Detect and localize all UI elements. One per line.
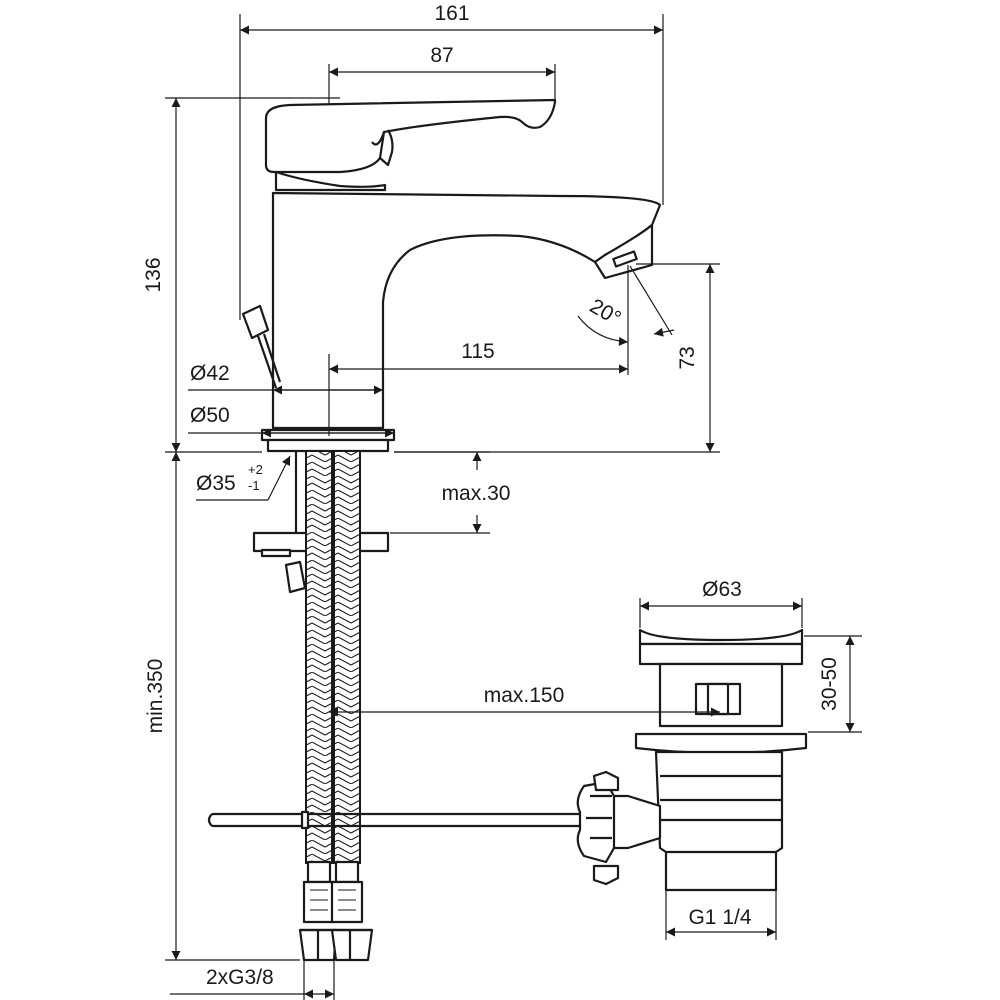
flexible-hoses [298,450,374,962]
pop-up-waste [576,628,808,892]
dim-hole-diameter: Ø35 [196,472,236,495]
dimension-labels: 161 87 136 73 115 20° Ø42 Ø50 Ø35 +2 -1 … [142,2,841,989]
dim-spout-height: 73 [676,346,699,369]
dim-waste-thread: G1 1/4 [688,906,751,929]
dimension-lines [165,14,862,1000]
dim-hose-connections: 2xG3/8 [206,966,274,989]
faucet-body [241,98,662,453]
dim-waste-diameter: Ø63 [702,578,742,601]
dim-hole-tolerance-lower: -1 [248,478,260,493]
dim-max-pull-rod-distance: max.150 [484,684,565,707]
dim-waste-height-range: 30-50 [818,657,841,711]
dim-handle-length: 87 [430,44,453,67]
dim-hole-tolerance-upper: +2 [248,462,263,477]
dim-body-diameter: Ø42 [190,362,230,385]
dim-aerator-angle: 20° [586,294,625,330]
dim-overall-width: 161 [434,2,469,25]
pull-rod-horizontal [207,810,580,830]
dim-base-diameter: Ø50 [190,404,230,427]
dim-min-hose-length: min.350 [144,659,167,734]
dim-spout-reach: 115 [461,340,494,363]
dim-overall-height: 136 [142,257,165,292]
dim-max-deck-thickness: max.30 [442,482,511,505]
